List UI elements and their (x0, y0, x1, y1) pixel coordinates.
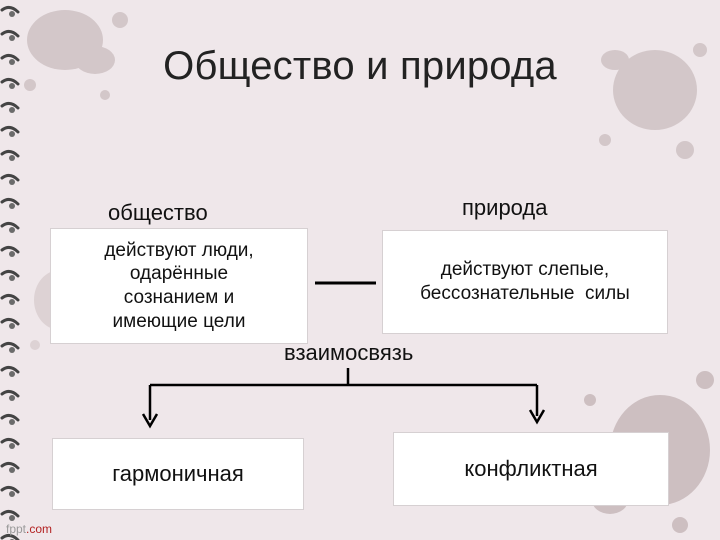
spiral-ring (0, 461, 20, 473)
spiral-ring (0, 509, 20, 521)
interrelation-label: взаимосвязь (284, 340, 414, 365)
watermark-prefix: fppt (6, 522, 27, 536)
spiral-ring (0, 173, 20, 185)
spiral-ring (0, 341, 20, 353)
society-description-line-4: имеющие цели (112, 310, 246, 332)
conflict-label: конфликтная (464, 456, 598, 482)
society-label: общество (108, 200, 208, 225)
society-description-line-1: действуют люди, (104, 239, 254, 261)
watermark: fppt.com (6, 522, 52, 536)
conflict-box: конфликтная (393, 432, 669, 506)
spiral-ring (0, 389, 20, 401)
nature-description-line-2: бессознательные силы (420, 283, 630, 304)
spiral-binding (0, 5, 20, 540)
spiral-ring (0, 437, 20, 449)
society-description-line-2: одарённые (129, 263, 229, 285)
spiral-ring (0, 221, 20, 233)
spiral-ring (0, 149, 20, 161)
spiral-ring (0, 77, 20, 89)
spiral-ring (0, 245, 20, 257)
spiral-ring (0, 101, 20, 113)
harmonious-box: гармоничная (52, 438, 304, 510)
spiral-ring (0, 53, 20, 65)
spiral-ring (0, 29, 20, 41)
spiral-ring (0, 197, 20, 209)
society-description-line-3: сознанием и (123, 287, 235, 308)
slide-title: Общество и природа (163, 44, 557, 88)
spiral-ring (0, 365, 20, 377)
spiral-ring (0, 5, 20, 17)
watermark-suffix: .com (26, 522, 53, 536)
right-arrow-head (528, 409, 546, 425)
left-arrow-head (141, 413, 159, 429)
society-description-box: действуют люди, одарённые сознанием и им… (50, 228, 308, 344)
nature-description-line-1: действуют слепые, (440, 259, 610, 281)
spiral-ring (0, 269, 20, 281)
nature-description-box: действуют слепые, бессознательные силы (382, 230, 668, 334)
harmonious-label: гармоничная (112, 461, 244, 487)
spiral-ring (0, 413, 20, 425)
spiral-ring (0, 293, 20, 305)
spiral-ring (0, 485, 20, 497)
spiral-ring (0, 125, 20, 137)
nature-label: природа (462, 195, 548, 220)
spiral-ring (0, 317, 20, 329)
